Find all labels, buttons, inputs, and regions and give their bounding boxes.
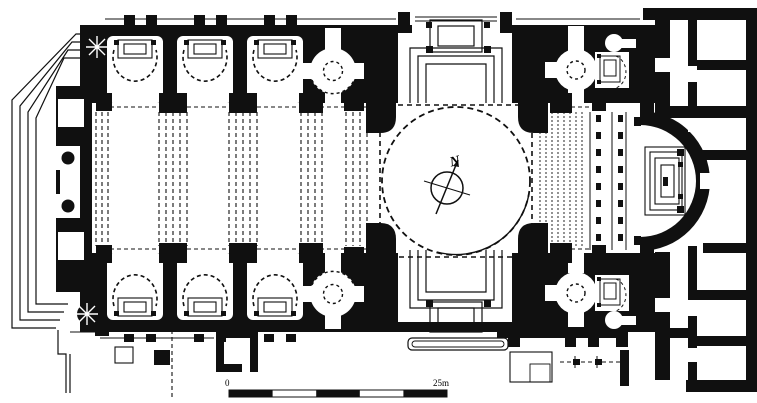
north-portal-lines bbox=[409, 16, 503, 103]
east-wing-door-gaps bbox=[655, 58, 714, 362]
west-doorways bbox=[56, 99, 84, 260]
niche-altars bbox=[599, 55, 627, 312]
line-work bbox=[11, 16, 686, 398]
choir-colonnade-columns bbox=[596, 115, 623, 241]
round-bay-rings bbox=[311, 60, 586, 305]
outbuilding-lines bbox=[114, 330, 624, 398]
north-portal bbox=[398, 33, 512, 103]
south-portico bbox=[497, 326, 629, 386]
north-label: N bbox=[447, 153, 462, 170]
apse-wall bbox=[640, 111, 710, 251]
dome-circle bbox=[381, 106, 531, 256]
scale-start-label: 0 bbox=[225, 378, 230, 388]
apse-altar bbox=[644, 146, 686, 216]
south-portal bbox=[398, 250, 512, 322]
west-column-2 bbox=[61, 199, 75, 213]
chapel-south-2 bbox=[177, 253, 233, 320]
apse-east-door bbox=[700, 173, 714, 189]
scale-bar bbox=[228, 389, 448, 398]
scale-end-label: 25m bbox=[433, 378, 449, 388]
chapel-altars bbox=[117, 39, 293, 317]
west-entrance-steps bbox=[11, 33, 92, 393]
chapel-north-2 bbox=[177, 36, 233, 103]
corner-stair-north-east bbox=[605, 34, 636, 52]
dome-pier-nw bbox=[366, 93, 396, 133]
chapel-vault-arcs bbox=[112, 49, 298, 307]
south-west-outbuildings bbox=[95, 326, 258, 372]
scale-bar-segments bbox=[229, 390, 447, 397]
round-bay-south-west bbox=[302, 251, 364, 329]
chapel-south-3 bbox=[247, 253, 303, 320]
chapel-north-1 bbox=[107, 36, 163, 103]
north-edge-ticks bbox=[124, 12, 512, 25]
dome-pier-ne bbox=[518, 93, 548, 133]
dome-circle-solid-arc bbox=[436, 193, 530, 256]
nave-dashed-lines bbox=[95, 106, 590, 250]
compass-icon bbox=[423, 159, 471, 215]
south-portal-lines bbox=[407, 250, 509, 351]
colonnade-stylobate bbox=[589, 112, 627, 250]
chapel-south-1 bbox=[107, 253, 163, 320]
spiral-stair-spokes bbox=[76, 36, 108, 325]
dome-pier-sw bbox=[366, 223, 396, 263]
corner-stair-south-east bbox=[605, 311, 636, 329]
chapel-north-3 bbox=[247, 36, 303, 103]
west-column-1 bbox=[61, 151, 75, 165]
dome-bay-outline bbox=[379, 104, 533, 258]
dome-pier-se bbox=[518, 223, 548, 263]
